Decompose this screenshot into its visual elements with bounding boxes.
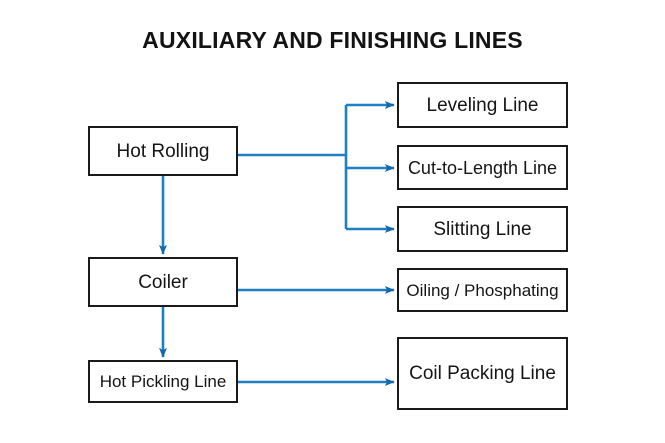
node-label: Coil Packing Line bbox=[409, 363, 556, 384]
node-label: Leveling Line bbox=[426, 94, 539, 116]
page-title: AUXILIARY AND FINISHING LINES bbox=[142, 27, 523, 53]
node-slitting-line[interactable]: Slitting Line bbox=[397, 206, 568, 252]
node-label: Coiler bbox=[138, 271, 188, 293]
node-cut-to-length-line[interactable]: Cut-to-Length Line bbox=[397, 145, 568, 190]
node-label: Hot Rolling bbox=[116, 140, 210, 162]
node-label: Oiling / Phosphating bbox=[406, 280, 559, 300]
node-hot-pickling-line[interactable]: Hot Pickling Line bbox=[88, 360, 238, 403]
node-label: Cut-to-Length Line bbox=[407, 157, 558, 178]
node-coil-packing-line[interactable]: Coil Packing Line bbox=[397, 337, 568, 410]
node-coiler[interactable]: Coiler bbox=[88, 257, 238, 307]
node-oiling-phosphating[interactable]: Oiling / Phosphating bbox=[397, 268, 568, 312]
node-label: Slitting Line bbox=[433, 218, 532, 240]
node-hot-rolling[interactable]: Hot Rolling bbox=[88, 126, 238, 176]
node-label: Hot Pickling Line bbox=[99, 372, 227, 391]
node-leveling-line[interactable]: Leveling Line bbox=[397, 82, 568, 128]
